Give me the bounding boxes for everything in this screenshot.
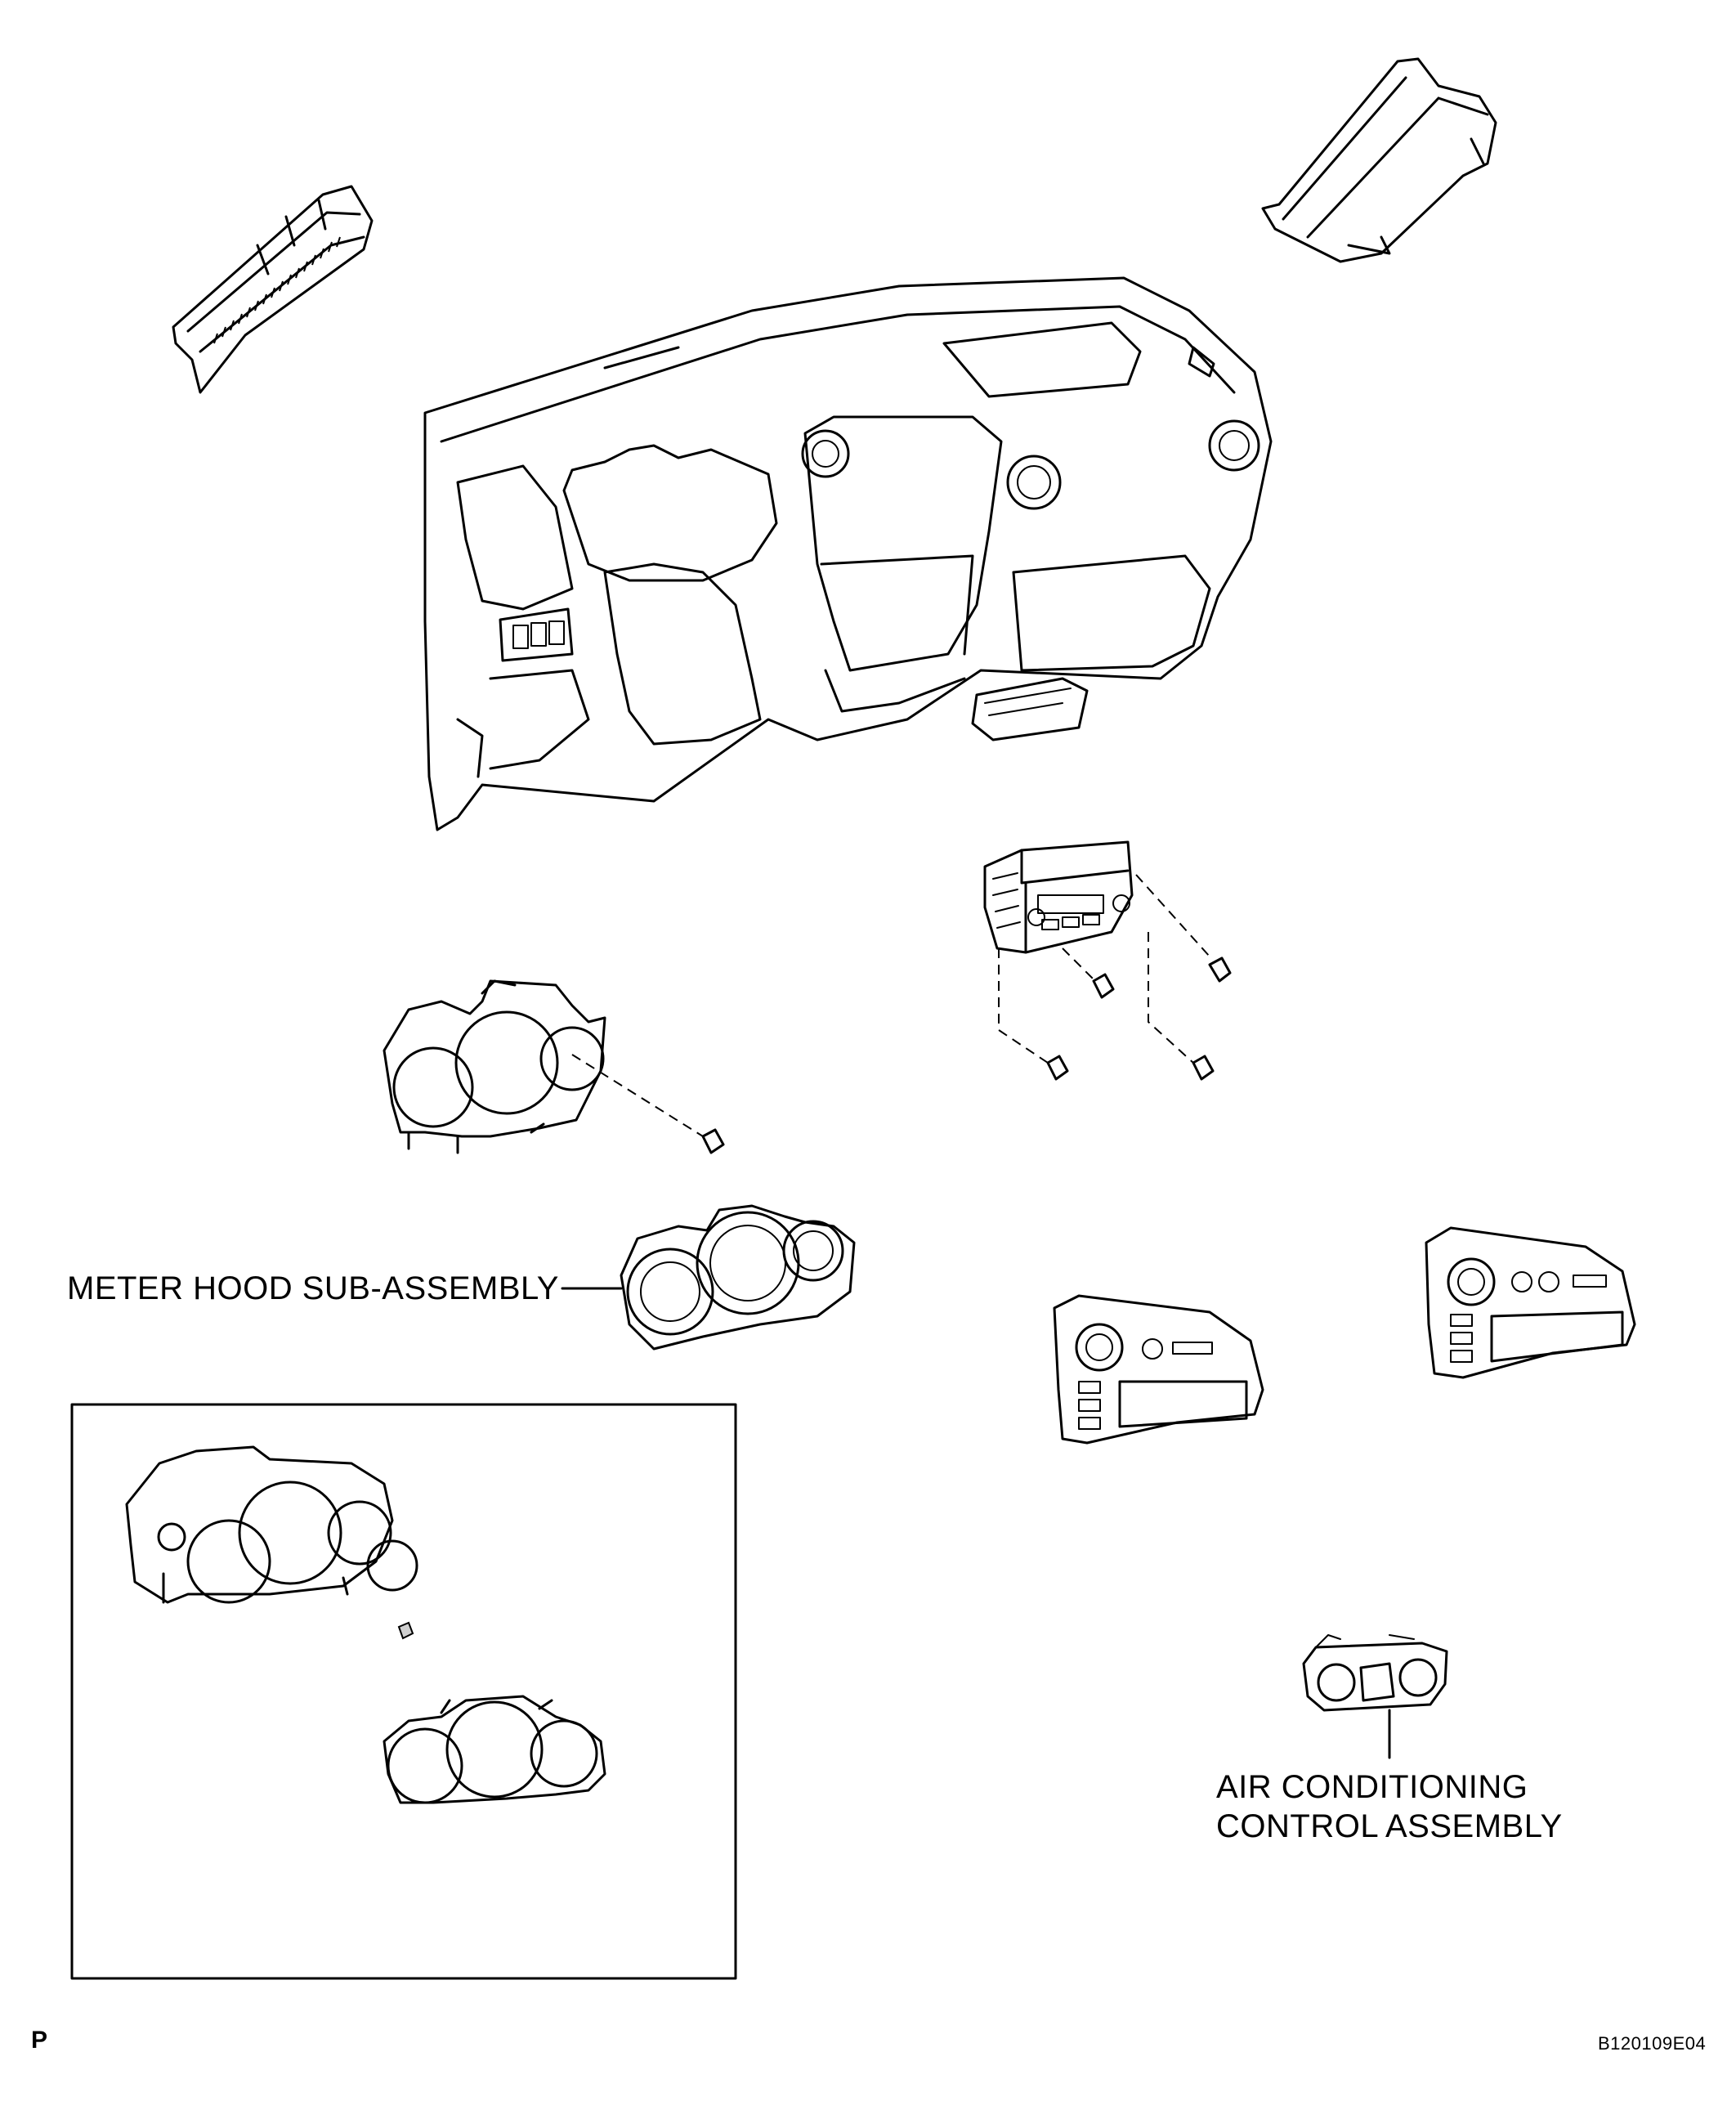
meter-hood-sub-assembly — [620, 1204, 856, 1351]
meter-screw — [701, 1128, 725, 1154]
center-finish-panel-right — [1425, 1226, 1636, 1379]
air-conditioning-label: AIR CONDITIONING CONTROL ASSEMBLY — [1216, 1767, 1563, 1846]
inset-meter-glass — [383, 1695, 606, 1804]
meter-hood-label: METER HOOD SUB-ASSEMBLY — [67, 1270, 559, 1306]
trim-hatching — [213, 236, 341, 344]
instrument-panel — [423, 276, 1273, 831]
combination-meter — [383, 979, 606, 1154]
left-cowl-trim — [172, 185, 374, 394]
page-marker: P — [31, 2027, 48, 2054]
figure-code: B120109E04 — [1598, 2033, 1707, 2054]
radio-receiver-assembly — [983, 840, 1134, 954]
inset-small-part — [397, 1621, 414, 1640]
inset-box — [70, 1403, 737, 1980]
inset-meter-housing — [125, 1445, 418, 1604]
air-conditioning-label-line2: CONTROL ASSEMBLY — [1216, 1808, 1563, 1844]
air-conditioning-control-assembly — [1302, 1634, 1448, 1712]
air-conditioning-label-line1: AIR CONDITIONING — [1216, 1769, 1528, 1805]
radio-screw-leaders — [998, 874, 1210, 1064]
front-pillar-garnish — [1261, 57, 1497, 263]
meter-screw-leader — [571, 1054, 704, 1137]
center-finish-panel-left — [1053, 1294, 1264, 1445]
radio-screws — [1046, 956, 1232, 1081]
